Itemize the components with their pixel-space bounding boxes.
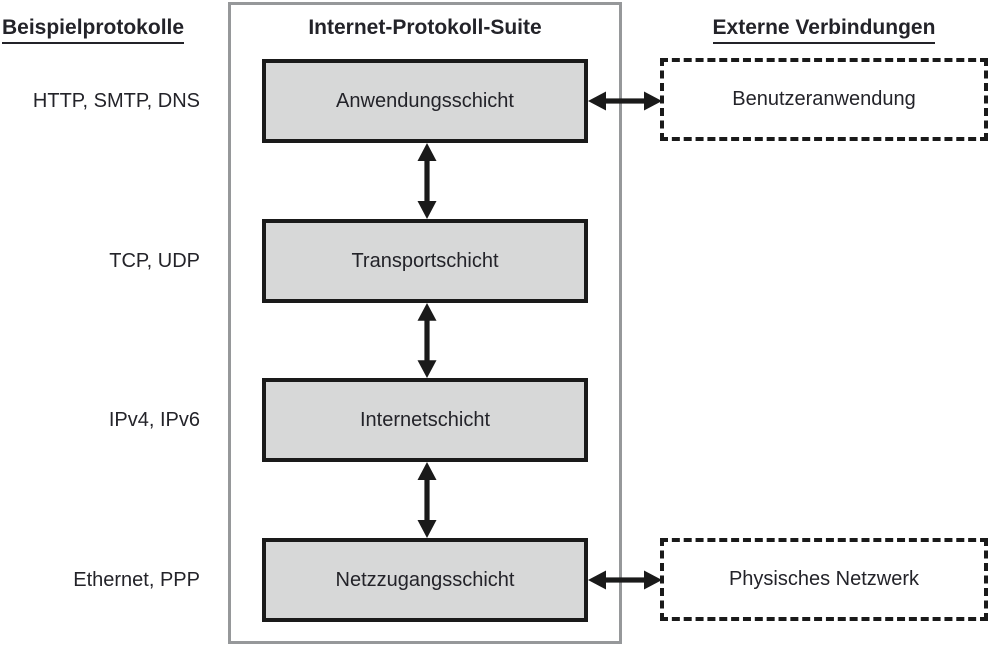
vertical-double-arrow-icon [415, 303, 439, 378]
protocols-label-application: HTTP, SMTP, DNS [32, 90, 200, 112]
layer-box-transport: Transportschicht [262, 219, 588, 303]
left-column-header-text: Beispielprotokolle [2, 16, 185, 44]
vertical-double-arrow-icon [415, 143, 439, 219]
left-column-header: Beispielprotokolle [2, 16, 185, 44]
protocols-label-internet: IPv4, IPv6 [108, 409, 200, 431]
horizontal-double-arrow-icon [588, 89, 662, 113]
external-box-physical-network: Physisches Netzwerk [660, 538, 988, 621]
layer-box-network-access: Netzzugangsschicht [262, 538, 588, 622]
right-column-header: Externe Verbindungen [660, 16, 988, 44]
protocols-label-transport: TCP, UDP [109, 250, 200, 272]
protocol-suite-title: Internet-Protokoll-Suite [308, 16, 542, 39]
vertical-double-arrow-icon [415, 462, 439, 538]
right-column-header-text: Externe Verbindungen [712, 16, 936, 44]
layer-box-application: Anwendungsschicht [262, 59, 588, 143]
protocols-label-network-access: Ethernet, PPP [73, 569, 200, 591]
horizontal-double-arrow-icon [588, 568, 662, 592]
layer-box-internet: Internetschicht [262, 378, 588, 462]
external-box-user-application: Benutzeranwendung [660, 58, 988, 141]
